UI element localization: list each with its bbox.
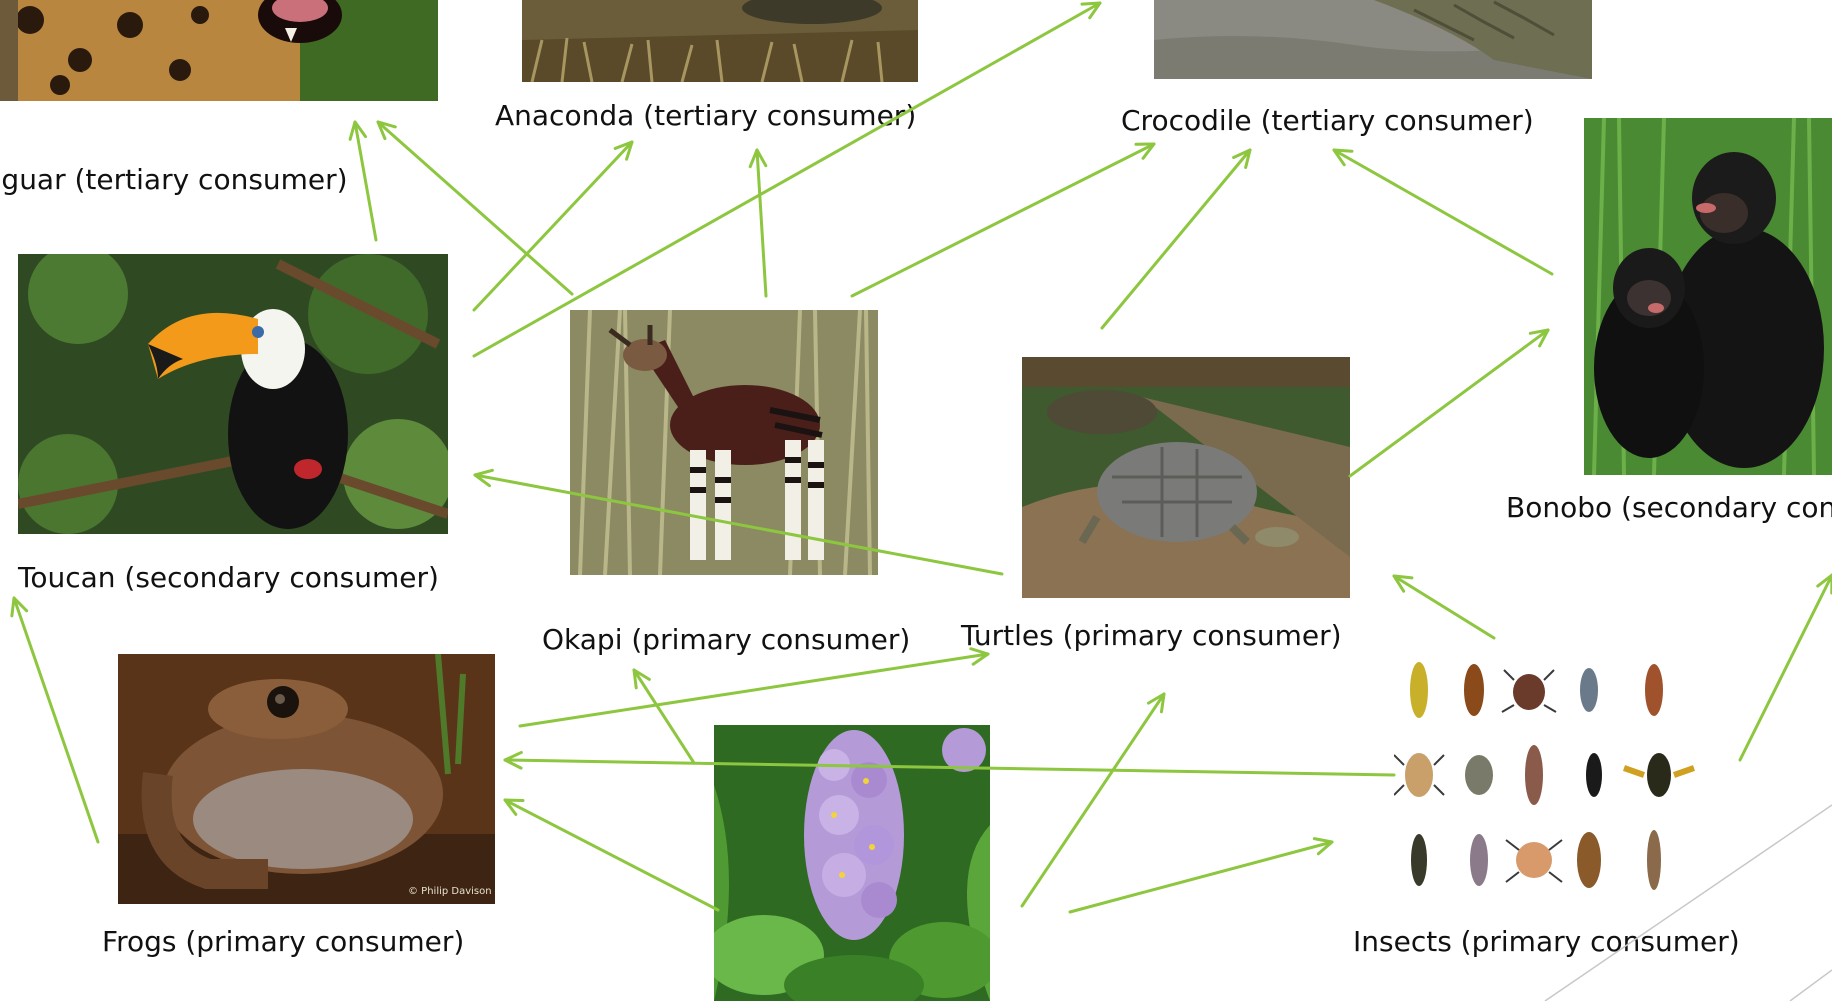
arrow-okapi-to-anaconda bbox=[750, 150, 766, 296]
arrow-toucan-to-jaguar bbox=[350, 122, 376, 240]
photo-credit: © Philip Davison bbox=[408, 886, 492, 897]
arrow-water-hyacinth-to-okapi bbox=[634, 670, 694, 763]
toucan-label: Toucan (secondary consumer) bbox=[18, 564, 439, 592]
arrow-bonobo-to-crocodile bbox=[1334, 150, 1552, 274]
frogs-photo: © Philip Davison bbox=[118, 654, 495, 904]
crocodile-label: Crocodile (tertiary consumer) bbox=[1121, 107, 1534, 135]
okapi-label: Okapi (primary consumer) bbox=[542, 626, 910, 654]
insects-photo bbox=[1394, 650, 1708, 900]
arrow-turtles-to-crocodile bbox=[1102, 150, 1250, 328]
jaguar-photo bbox=[0, 0, 438, 101]
insects-label: Insects (primary consumer) bbox=[1353, 928, 1740, 956]
anaconda-label: Anaconda (tertiary consumer) bbox=[495, 102, 916, 130]
toucan-photo bbox=[18, 254, 448, 534]
arrow-frogs-to-turtles bbox=[520, 649, 988, 726]
anaconda-photo bbox=[522, 0, 918, 82]
turtles-label: Turtles (primary consumer) bbox=[961, 622, 1342, 650]
jaguar-label: Jaguar (tertiary consumer) bbox=[0, 166, 348, 194]
frogs-label: Frogs (primary consumer) bbox=[102, 928, 464, 956]
arrow-turtles-to-bonobo bbox=[1350, 330, 1548, 476]
arrow-okapi-to-crocodile bbox=[852, 144, 1154, 296]
bonobo-label: Bonobo (secondary consumer) bbox=[1506, 494, 1832, 522]
arrow-insects-to-bonobo bbox=[1740, 575, 1832, 760]
arrow-water-hyacinth-to-insects bbox=[1070, 839, 1332, 912]
arrow-toucan-to-anaconda bbox=[474, 142, 632, 310]
turtles-photo bbox=[1022, 357, 1350, 598]
arrow-insects-to-turtles bbox=[1394, 576, 1494, 638]
arrow-water-hyacinth-to-frogs bbox=[505, 800, 718, 910]
water-hyacinth-photo bbox=[714, 725, 990, 1001]
crocodile-photo bbox=[1154, 0, 1592, 79]
okapi-photo bbox=[570, 310, 878, 575]
bonobo-photo bbox=[1584, 118, 1832, 475]
arrow-water-hyacinth-to-turtles bbox=[1022, 694, 1164, 906]
arrow-frogs-to-toucan bbox=[12, 598, 98, 842]
